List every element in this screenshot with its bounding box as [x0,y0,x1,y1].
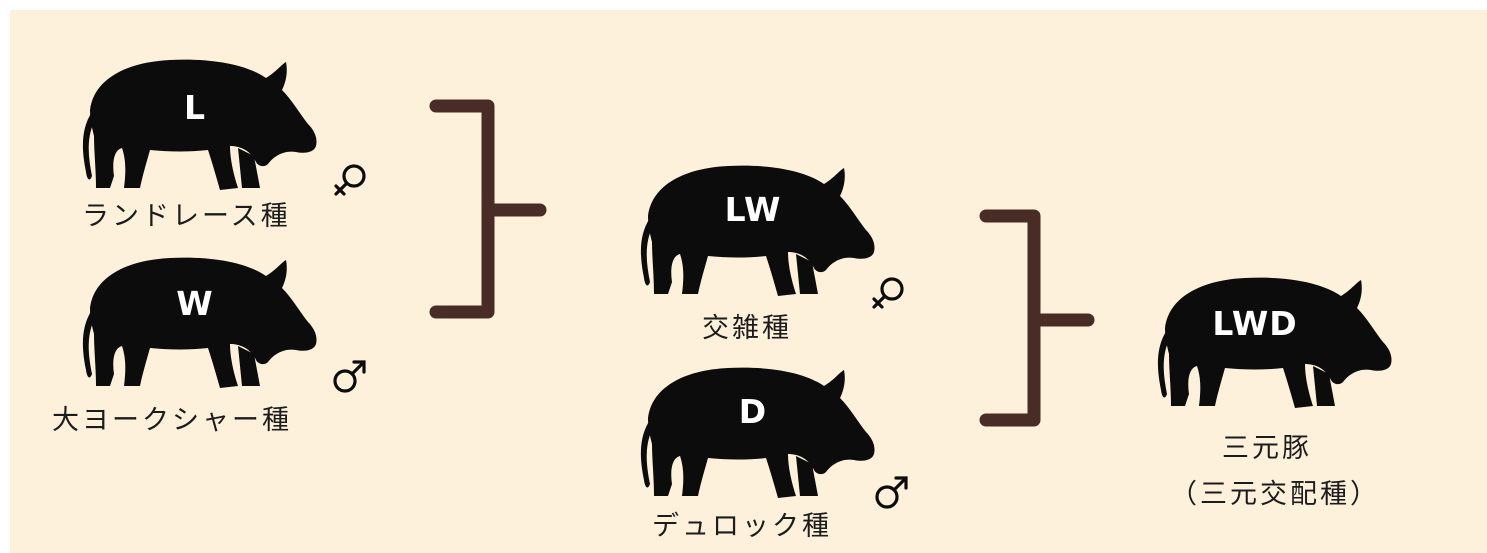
pig-duroc: D [628,360,878,500]
merge-bracket [429,99,547,319]
pig-yorkshire: W [70,250,320,390]
female-icon [332,162,368,206]
pig-label: デュロック種 [652,511,832,542]
pig-code: LWD [1212,304,1298,343]
male-icon [874,474,910,514]
pig-code: D [738,392,768,431]
male-icon [332,358,368,398]
pig-code: L [183,88,207,127]
pig-label-line2: （三元交配種） [1170,479,1380,510]
pig-landrace: L [70,52,320,192]
pig-code: LW [724,190,782,229]
pig-label-line1: 三元豚 [1222,433,1312,464]
pig-label: 大ヨークシャー種 [52,405,292,436]
pig-code: W [176,284,214,323]
breeding-diagram: L ランドレース種 W 大ヨークシャー種 LW 交雑種 D デュロック種 LWD [10,10,1487,553]
pig-crossbreed: LW [628,158,878,298]
female-icon [870,275,906,319]
merge-bracket [979,209,1095,427]
pig-three-way: LWD [1145,270,1395,410]
pig-label: 交雑種 [702,313,792,344]
pig-label: ランドレース種 [82,201,291,232]
